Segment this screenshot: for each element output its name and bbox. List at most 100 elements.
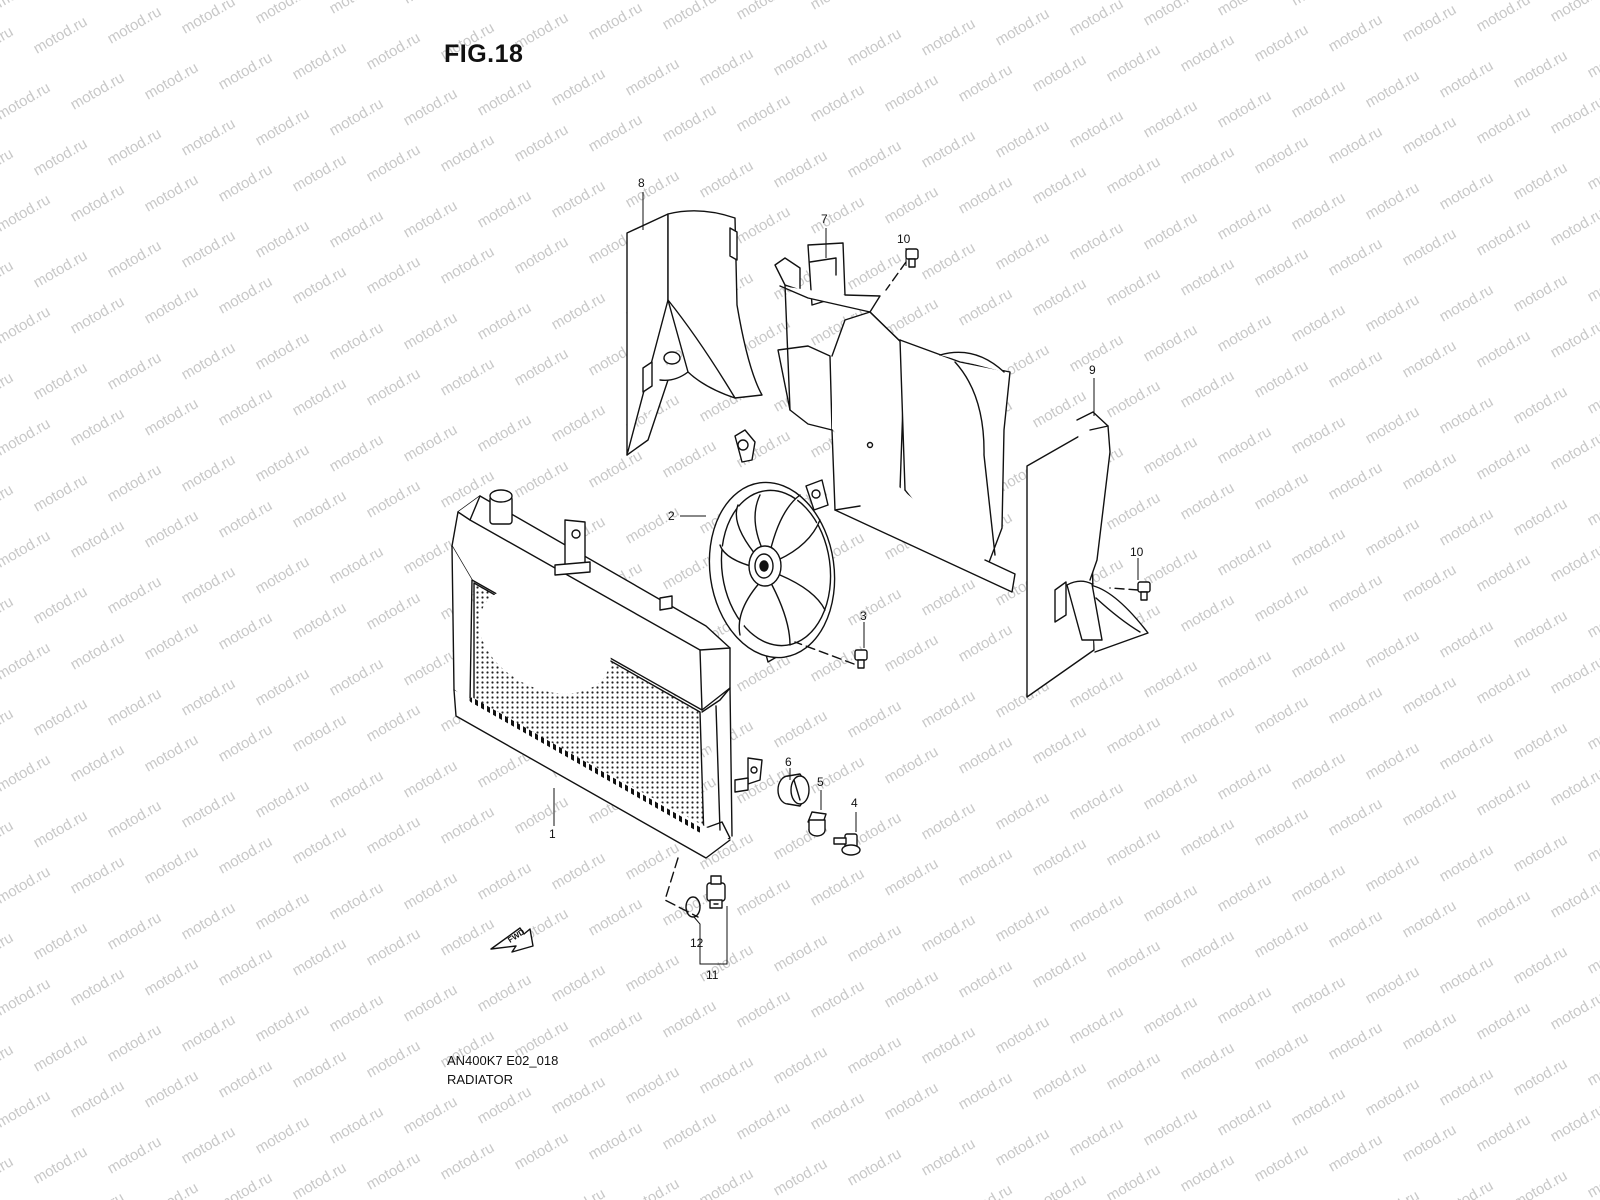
watermark-text: motod.ru <box>68 69 128 113</box>
watermark-text: motod.ru <box>808 977 868 1021</box>
watermark-text: motod.ru <box>216 273 276 317</box>
callout-10-lower: 10 <box>1130 545 1144 559</box>
watermark-text: motod.ru <box>364 589 424 633</box>
watermark-text: motod.ru <box>1141 321 1201 365</box>
watermark-text: motod.ru <box>142 731 202 775</box>
watermark-text: motod.ru <box>290 39 350 83</box>
watermark-text: motod.ru <box>1511 719 1571 763</box>
watermark-text: motod.ru <box>68 1077 128 1121</box>
forward-arrow <box>490 927 534 953</box>
watermark-text: motod.ru <box>253 441 313 485</box>
watermark-text: motod.ru <box>142 507 202 551</box>
watermark-text: motod.ru <box>1030 723 1090 767</box>
watermark-text: motod.ru <box>919 1023 979 1067</box>
watermark-text: motod.ru <box>1141 657 1201 701</box>
watermark-text: motod.ru <box>1326 795 1386 839</box>
watermark-text: motod.ru <box>179 451 239 495</box>
watermark-text: motod.ru <box>1585 373 1600 417</box>
watermark-text: motod.ru <box>808 193 868 237</box>
watermark-text: motod.ru <box>290 935 350 979</box>
watermark-text: motod.ru <box>364 365 424 409</box>
watermark-text: motod.ru <box>1511 495 1571 539</box>
watermark-text: motod.ru <box>1252 693 1312 737</box>
watermark-text: motod.ru <box>401 1093 461 1137</box>
watermark-text: motod.ru <box>1585 37 1600 81</box>
watermark-text: motod.ru <box>0 1041 16 1085</box>
watermark-text: motod.ru <box>1437 1065 1497 1109</box>
bolt-part-3 <box>854 649 868 669</box>
watermark-text: motod.ru <box>586 0 646 43</box>
watermark-text: motod.ru <box>179 0 239 37</box>
watermark-text: motod.ru <box>1548 205 1600 249</box>
watermark-text: motod.ru <box>1400 113 1460 157</box>
watermark-text: motod.ru <box>1511 943 1571 987</box>
watermark-text: motod.ru <box>1215 199 1275 243</box>
watermark-text: motod.ru <box>882 71 942 115</box>
watermark-text: motod.ru <box>1437 729 1497 773</box>
watermark-text: motod.ru <box>1104 1049 1164 1093</box>
watermark-text: motod.ru <box>993 1125 1053 1169</box>
watermark-text: motod.ru <box>216 1057 276 1101</box>
watermark-text: motod.ru <box>475 187 535 231</box>
watermark-text: motod.ru <box>919 239 979 283</box>
watermark-text: motod.ru <box>1141 1105 1201 1149</box>
watermark-text: motod.ru <box>623 1175 683 1200</box>
watermark-text: motod.ru <box>1585 597 1600 641</box>
watermark-text: motod.ru <box>1585 1157 1600 1200</box>
watermark-text: motod.ru <box>697 157 757 201</box>
watermark-text: motod.ru <box>327 655 387 699</box>
watermark-text: motod.ru <box>216 609 276 653</box>
watermark-text: motod.ru <box>1067 891 1127 935</box>
watermark-text: motod.ru <box>179 339 239 383</box>
watermark-text: motod.ru <box>956 61 1016 105</box>
watermark-text: motod.ru <box>549 177 609 221</box>
watermark-text: motod.ru <box>438 915 498 959</box>
cooling-fan-part-2 <box>708 429 836 663</box>
watermark-text: motod.ru <box>734 875 794 919</box>
watermark-text: motod.ru <box>253 105 313 149</box>
watermark-text: motod.ru <box>1400 561 1460 605</box>
watermark-text: motod.ru <box>1215 535 1275 579</box>
watermark-text: motod.ru <box>993 789 1053 833</box>
watermark-text: motod.ru <box>0 975 53 1019</box>
watermark-text: motod.ru <box>549 1073 609 1117</box>
watermark-text: motod.ru <box>0 593 16 637</box>
watermark-text: motod.ru <box>364 141 424 185</box>
watermark-text: motod.ru <box>697 1165 757 1200</box>
watermark-text: motod.ru <box>1141 209 1201 253</box>
watermark-text: motod.ru <box>1511 47 1571 91</box>
watermark-text: motod.ru <box>1215 871 1275 915</box>
watermark-text: motod.ru <box>1437 841 1497 885</box>
watermark-text: motod.ru <box>0 481 16 525</box>
watermark-text: motod.ru <box>512 457 572 501</box>
watermark-text: motod.ru <box>1585 485 1600 529</box>
watermark-text: motod.ru <box>1400 785 1460 829</box>
watermark-text: motod.ru <box>1178 1151 1238 1195</box>
watermark-text: motod.ru <box>68 405 128 449</box>
watermark-text: motod.ru <box>1400 897 1460 941</box>
callout-8: 8 <box>638 176 645 190</box>
watermark-text: motod.ru <box>179 563 239 607</box>
watermark-text: motod.ru <box>0 751 53 795</box>
watermark-text: motod.ru <box>845 25 905 69</box>
watermark-text: motod.ru <box>253 889 313 933</box>
watermark-text: motod.ru <box>1178 367 1238 411</box>
watermark-text: motod.ru <box>1363 627 1423 671</box>
watermark-text: motod.ru <box>1326 459 1386 503</box>
watermark-text: motod.ru <box>1289 77 1349 121</box>
watermark-text: motod.ru <box>1289 0 1349 9</box>
watermark-text: motod.ru <box>364 813 424 857</box>
watermark-text: motod.ru <box>438 1139 498 1183</box>
watermark-text: motod.ru <box>0 79 53 123</box>
watermark-text: motod.ru <box>1326 571 1386 615</box>
watermark-text: motod.ru <box>1400 1009 1460 1053</box>
watermark-text: motod.ru <box>808 865 868 909</box>
watermark-text: motod.ru <box>105 3 165 47</box>
watermark-text: motod.ru <box>1104 41 1164 85</box>
watermark-text: motod.ru <box>1474 663 1534 707</box>
watermark-text: motod.ru <box>1363 851 1423 895</box>
left-shroud-part-8 <box>626 210 763 456</box>
watermark-text: motod.ru <box>0 257 16 301</box>
watermark-text: motod.ru <box>105 1021 165 1065</box>
watermark-text: motod.ru <box>1104 713 1164 757</box>
